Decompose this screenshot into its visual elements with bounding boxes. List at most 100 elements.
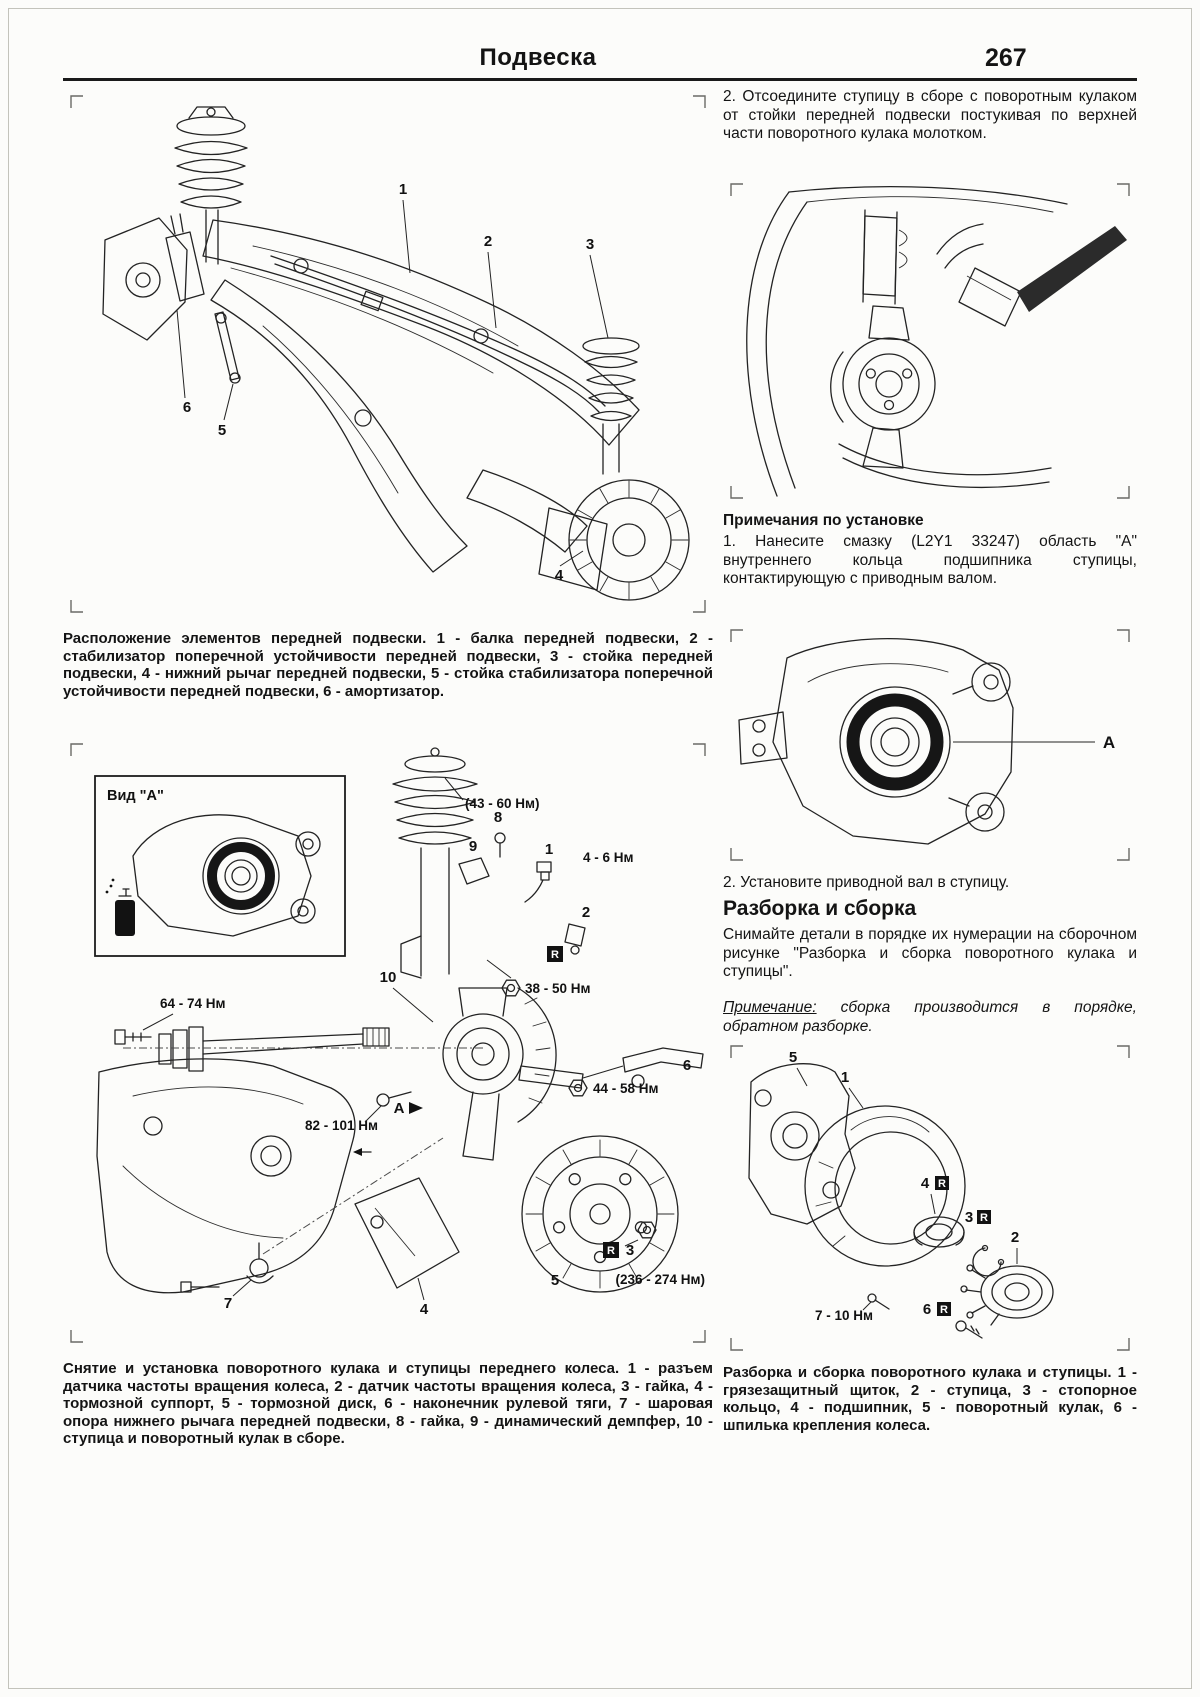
wheel-hub [960, 1264, 1054, 1326]
disassembly-callout-3: 3 [965, 1209, 973, 1226]
wheel-stud [955, 1320, 983, 1339]
overview-callout-3: 3 [586, 236, 594, 253]
removal-callout-4: 4 [420, 1301, 429, 1318]
strut-spring [392, 747, 478, 979]
steering-knuckle [748, 1063, 856, 1225]
disassembly-section-title: Разборка и сборка [723, 897, 917, 920]
removal-callout-1: 1 [545, 841, 553, 858]
torque-balljoint-bolt: 82 - 101 Нм [305, 1118, 378, 1133]
removal-callout-6: 6 [683, 1057, 691, 1074]
wheel-arch [746, 185, 1068, 497]
svg-text:R: R [607, 1245, 615, 1257]
nut-tie-rod [568, 1079, 588, 1097]
lower-arm-right [466, 469, 588, 553]
overview-callout-4: 4 [555, 567, 564, 584]
direction-arrow-icon [353, 1148, 372, 1156]
svg-text:R: R [980, 1212, 988, 1224]
figure-corner-marks [730, 629, 1130, 861]
replace-badge: R [937, 1302, 951, 1316]
note-body: сборка производится в порядке, обратном … [723, 999, 1137, 1035]
knuckle-hub-disassembly-figure: 5 1 4 R 3 R 2 6 R [723, 1038, 1137, 1358]
install-note-text: 1. Нанесите смазку (L2Y1 33247) область … [723, 533, 1137, 588]
leader [624, 1239, 639, 1247]
torque-sensor-bolt: 4 - 6 Нм [583, 850, 634, 865]
torque-strut-nut: (43 - 60 Нм) [465, 796, 540, 811]
leader [364, 1105, 382, 1123]
svg-text:R: R [938, 1178, 946, 1190]
torque-strut-knuckle: 38 - 50 Нм [525, 981, 591, 996]
disassembly-callout-2: 2 [1011, 1229, 1019, 1246]
hub-bearing-rings [839, 686, 951, 798]
figure-corner-marks [730, 183, 1130, 499]
leader [417, 1277, 425, 1301]
hammer-knuckle-figure [723, 176, 1137, 506]
replace-badge: R [935, 1176, 949, 1190]
header-rule [63, 78, 1137, 81]
removal-callout-7: 7 [224, 1295, 232, 1312]
removal-callout-8: 8 [494, 809, 502, 826]
removal-callout-10: 10 [380, 969, 397, 986]
overview-callout-2: 2 [484, 233, 492, 250]
figure-corner-marks [70, 95, 706, 613]
replace-badge: R [603, 1242, 619, 1258]
drive-shaft [158, 1026, 390, 1072]
torque-tie-rod-nut: 44 - 58 Нм [593, 1081, 659, 1096]
knuckle-hub-removal-figure: Вид "А" (43 - 60 Нм) 8 9 1 [63, 736, 713, 1350]
strut-column [862, 209, 908, 305]
knuckle-hub [830, 305, 936, 469]
stabilizer-bar [270, 255, 606, 413]
view-a-inset: Вид "А" [94, 775, 346, 957]
brake-disc-exploded [521, 1135, 679, 1293]
speed-sensor-connector [524, 861, 552, 903]
overview-callout-1: 1 [399, 181, 407, 198]
replace-badge: R [977, 1210, 991, 1224]
shock-absorber [165, 213, 205, 302]
subframe-lower-arm [96, 1058, 356, 1294]
dynamic-damper [458, 857, 490, 885]
removal-callout-3: 3 [626, 1242, 634, 1259]
svg-text:R: R [940, 1304, 948, 1316]
pinch-bolt [376, 1091, 412, 1107]
knuckle-hub-assembly [442, 987, 584, 1161]
hammer-icon [958, 226, 1127, 327]
disassembly-section-body: Снимайте детали в порядке их нумерации н… [723, 926, 1137, 981]
disassembly-callout-1: 1 [841, 1069, 849, 1086]
disassembly-callout-5: 5 [789, 1049, 797, 1066]
dust-shield [804, 1105, 966, 1267]
callout-leaders [176, 199, 609, 567]
removal-callout-5: 5 [551, 1272, 559, 1289]
step-install-shaft-text: 2. Установите приводной вал в ступицу. [723, 874, 1010, 891]
figure-corner-marks [70, 743, 706, 1343]
shield-screw [867, 1293, 890, 1310]
ball-joint [180, 1242, 274, 1293]
leader [142, 1013, 174, 1031]
step-detach-hub-text: 2. Отсоедините ступицу в сборе с поворот… [723, 88, 1137, 143]
lower-arm [210, 279, 468, 573]
removal-callout-9: 9 [469, 838, 477, 855]
subframe-beam [202, 219, 640, 446]
leader [392, 987, 434, 1023]
left-knuckle [102, 217, 188, 341]
disassembly-callout-6: 6 [923, 1301, 931, 1318]
leader [444, 777, 464, 801]
leader [930, 1193, 936, 1215]
area-a-label: А [394, 1100, 405, 1117]
front-suspension-overview-figure: 1 2 3 4 5 6 [63, 88, 713, 620]
replace-badge: R [547, 946, 563, 962]
disassembly-callout-4: 4 [921, 1175, 930, 1192]
leader [582, 1065, 624, 1079]
torque-hub-nut: (236 - 274 Нм) [615, 1272, 705, 1287]
leader [862, 1301, 872, 1311]
area-a-arrow-icon [409, 1102, 423, 1114]
assembly-axis-2 [262, 1137, 444, 1255]
overview-callout-6: 6 [183, 399, 191, 416]
page-title: Подвеска [479, 44, 597, 71]
leader [796, 1067, 808, 1087]
leader [232, 1279, 252, 1297]
removal-figure-caption: Снятие и установка поворотного кулака и … [63, 1360, 713, 1448]
figure-corner-marks [730, 1045, 1130, 1351]
page-number: 267 [985, 44, 1027, 72]
nut-8 [494, 832, 506, 858]
view-a-label: Вид "А" [107, 788, 164, 804]
note-label: Примечание: [723, 999, 817, 1016]
